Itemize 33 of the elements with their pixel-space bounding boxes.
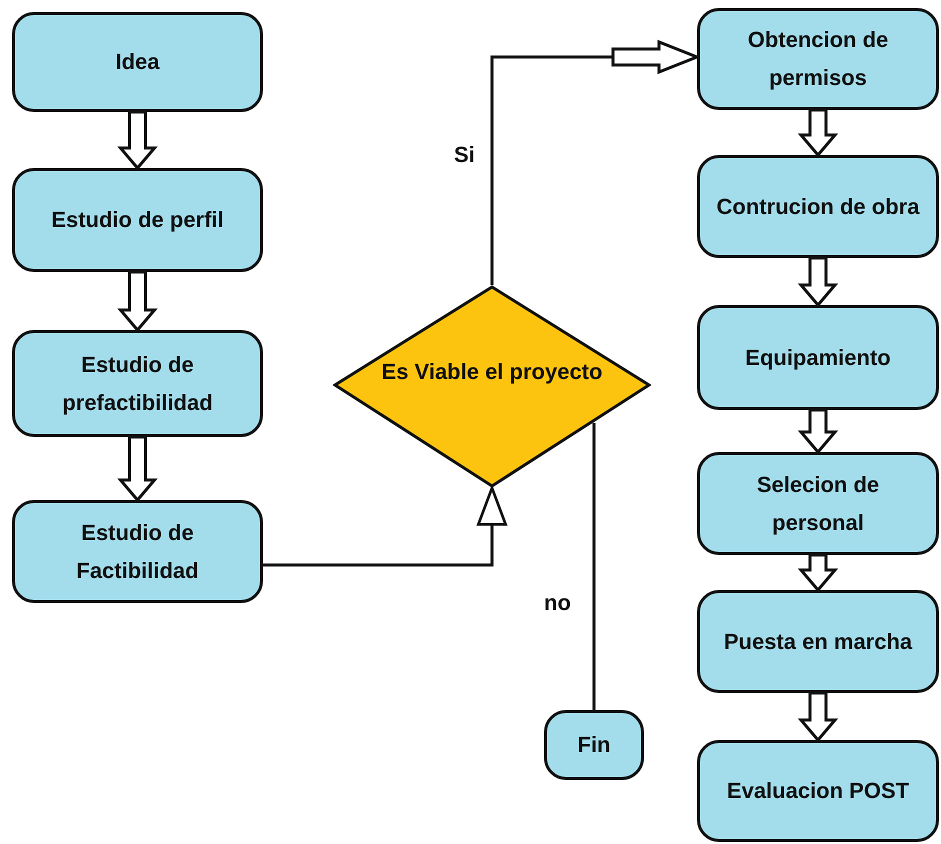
node-label: Evaluacion POST [726, 777, 910, 805]
block-arrow [798, 554, 838, 592]
node-label: Equipamiento [744, 344, 892, 372]
process-box [12, 330, 263, 437]
node-label: Obtencion de permisos [746, 26, 890, 92]
process-box [544, 710, 644, 780]
node-label: Estudio de perfil [50, 206, 225, 234]
process-box [697, 305, 939, 410]
node-label: Es Viable el proyecto [380, 358, 604, 386]
node-label: Selecion de personal [756, 470, 880, 537]
process-box [697, 8, 939, 110]
node-label: Estudio de prefactibilidad [61, 350, 214, 417]
process-box [12, 12, 263, 112]
node-label: Idea [114, 48, 161, 76]
node-label: Estudio de Factibilidad [75, 518, 200, 584]
arrow [263, 486, 507, 566]
node-label: Puesta en marcha [722, 628, 914, 656]
block-arrow [798, 256, 838, 308]
process-box [12, 168, 263, 272]
process-box [697, 155, 939, 258]
node-label: Contrucion de obra [716, 192, 921, 220]
node-label: Fin [576, 731, 612, 759]
process-box [12, 500, 263, 603]
process-box [697, 452, 939, 555]
block-arrow [117, 110, 158, 170]
process-box [697, 590, 939, 693]
block-arrow [798, 692, 838, 742]
connector-line [592, 422, 596, 710]
block-arrow [117, 270, 158, 332]
block-arrow [117, 436, 158, 502]
process-box [697, 740, 939, 842]
block-arrow [798, 408, 838, 454]
block-arrow [798, 108, 838, 158]
